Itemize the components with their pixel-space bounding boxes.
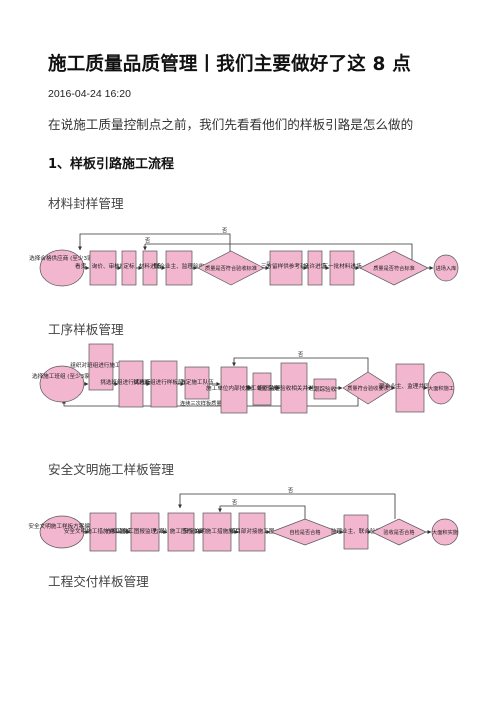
flow1-node-8 bbox=[329, 250, 355, 286]
flow3-node-8 bbox=[371, 518, 427, 546]
flow2-node-0-text: 选择施工班组 (至少3家) bbox=[32, 372, 92, 380]
flow1-node-2-text: 定标 bbox=[123, 262, 135, 270]
flow2-node-3 bbox=[150, 360, 178, 408]
flow2-node-5 bbox=[220, 366, 248, 414]
caption-delivery-sample: 工程交付样板管理 bbox=[48, 574, 149, 589]
flow1-node-8-text: 下一批材料进场 bbox=[322, 262, 362, 270]
flow1-node-2 bbox=[121, 250, 137, 286]
flow2-node-8 bbox=[313, 378, 337, 400]
flow1-node-7-text: 允许进场 bbox=[304, 262, 327, 270]
flow1-node-9-text: 质量是否符合标准 bbox=[373, 264, 415, 272]
flow3-node-5 bbox=[238, 512, 266, 552]
intro-paragraph: 在说施工质量控制点之前，我们先看看他们的样板引路是怎么做的 bbox=[48, 117, 414, 132]
flow2-node-11-text: 大面积施工 bbox=[428, 384, 454, 392]
flow2-no-label: 否 bbox=[298, 351, 303, 358]
caption-material-sample: 材料封样管理 bbox=[48, 196, 124, 211]
caption-process-sample: 工序样板管理 bbox=[48, 322, 124, 337]
flow3-node-2 bbox=[130, 512, 160, 552]
flow3-node-8-text: 验收是否合格 bbox=[383, 528, 415, 536]
flow3-node-1-text: 安全文明施工措施施工图纸审批 bbox=[64, 527, 143, 535]
flow3-node-4-text: 安全文明施工措施施工图纸 bbox=[183, 527, 251, 535]
flow2-node-4-text: 选定施工队伍 bbox=[180, 378, 214, 386]
flow2-node-5-text: 施工单位内部技术交底 bbox=[206, 384, 262, 392]
flow1-no-label-2: 否 bbox=[145, 237, 150, 244]
flow3-no-label-2: 否 bbox=[232, 499, 237, 506]
flow3-node-9 bbox=[431, 518, 459, 546]
flow1-node-1-text: 看货、询价、审核样品 bbox=[75, 262, 131, 270]
flow2-bottom-label: 连续三次样板质量不合格 bbox=[180, 399, 238, 407]
flowchart-material: 否 否 选择合格供应商 (至少3家) 看货、询价、审核样品 定标 材料进场 联合… bbox=[29, 227, 459, 287]
flow1-yes-label: 是 bbox=[266, 261, 271, 268]
flow1-node-1 bbox=[89, 250, 117, 286]
flow3-node-7-text: 监理业主、联合验收 bbox=[331, 527, 382, 535]
flow1-node-6-text: 三方留样供参考封存 bbox=[261, 262, 312, 270]
flow1-node-10 bbox=[433, 254, 459, 282]
flow1-no-label: 否 bbox=[222, 227, 227, 234]
flow1-node-10-text: 进场入库 bbox=[436, 264, 457, 272]
flow2-node-0 bbox=[39, 365, 85, 403]
flow2-node-7 bbox=[280, 362, 308, 414]
flow2-node-8-text: 跟踪验收 bbox=[314, 385, 337, 393]
flow3-node-9-text: 大面积实施 bbox=[432, 528, 458, 536]
flow3-node-7 bbox=[343, 514, 369, 550]
flow1-node-3-text: 材料进场 bbox=[139, 262, 162, 270]
flow1-node-3 bbox=[142, 250, 158, 286]
flow2-node-2-text: 挑选班组进行试样板施工 bbox=[100, 378, 162, 386]
flow1-node-4 bbox=[165, 250, 193, 286]
flow3-no-label: 否 bbox=[288, 487, 293, 494]
flow3-node-0 bbox=[39, 515, 85, 549]
flow3-node-1 bbox=[89, 512, 117, 552]
flow1-node-9 bbox=[359, 250, 429, 286]
flow3-node-6-text: 自检是否合格 bbox=[289, 528, 321, 536]
flow2-node-6-text: 施工单位实施 bbox=[245, 384, 279, 392]
flow1-node-4-text: 联合业主、监理验收 bbox=[154, 262, 205, 270]
flow3-node-3 bbox=[167, 512, 195, 552]
flowchart-safety: 否 否 安全文明施工样板方案编制 安全文明施工措施施工图纸审批 方案及施工图报监… bbox=[28, 487, 459, 552]
flow2-node-6 bbox=[252, 372, 272, 406]
flow2-node-1 bbox=[88, 343, 114, 391]
caption-safety-sample: 安全文明施工样板管理 bbox=[48, 462, 174, 477]
flow1-node-5 bbox=[197, 250, 265, 286]
flow1-node-0-text: 选择合格供应商 (至少3家) bbox=[29, 254, 95, 262]
flow3-node-5-text: 项目部对接施工图 bbox=[230, 527, 275, 535]
flow2-node-7-text: 组织监理验收相关并进行施工 bbox=[258, 384, 331, 392]
publish-date: 2016-04-24 16:20 bbox=[48, 88, 131, 100]
flow2-node-11 bbox=[427, 371, 455, 405]
flow2-node-10 bbox=[395, 363, 425, 413]
flow2-node-9 bbox=[342, 371, 394, 405]
flow1-node-0 bbox=[39, 249, 85, 287]
flow1-node-6 bbox=[269, 250, 303, 286]
flow2-node-9-text: 质量符合验收要求 bbox=[347, 384, 389, 392]
flow2-node-10-text: 联合业主、监理共同验收 bbox=[379, 382, 441, 390]
flow2-node-1-text: 组织对班组进行施工交底 bbox=[70, 361, 132, 369]
flow1-node-5-text: 质量是否符合验收标准 bbox=[205, 264, 257, 272]
section-heading: 1、样板引路施工流程 bbox=[48, 157, 175, 172]
flow3-node-3-text: 方案、施工图修改细化 bbox=[153, 527, 209, 535]
flow3-node-0-text: 安全文明施工样板方案编制 bbox=[28, 522, 96, 530]
flow2-node-4 bbox=[184, 366, 210, 400]
flowchart-process: 否 连续三次样板质量不合格 选择施工班组 (至少3家) 组织对班组进行施工交底 … bbox=[32, 343, 455, 414]
flow1-node-7 bbox=[307, 250, 323, 286]
flow3-node-4 bbox=[202, 512, 232, 552]
flow2-node-3-text: 挑选班组进行样板段施工 bbox=[133, 378, 195, 386]
article-title: 施工质量品质管理丨我们主要做好了这 8 点 bbox=[48, 54, 411, 75]
flow3-node-2-text: 方案及施工图报监理、业主审批 bbox=[106, 527, 185, 535]
flow2-node-2 bbox=[118, 360, 144, 408]
flow3-node-6 bbox=[270, 518, 340, 546]
